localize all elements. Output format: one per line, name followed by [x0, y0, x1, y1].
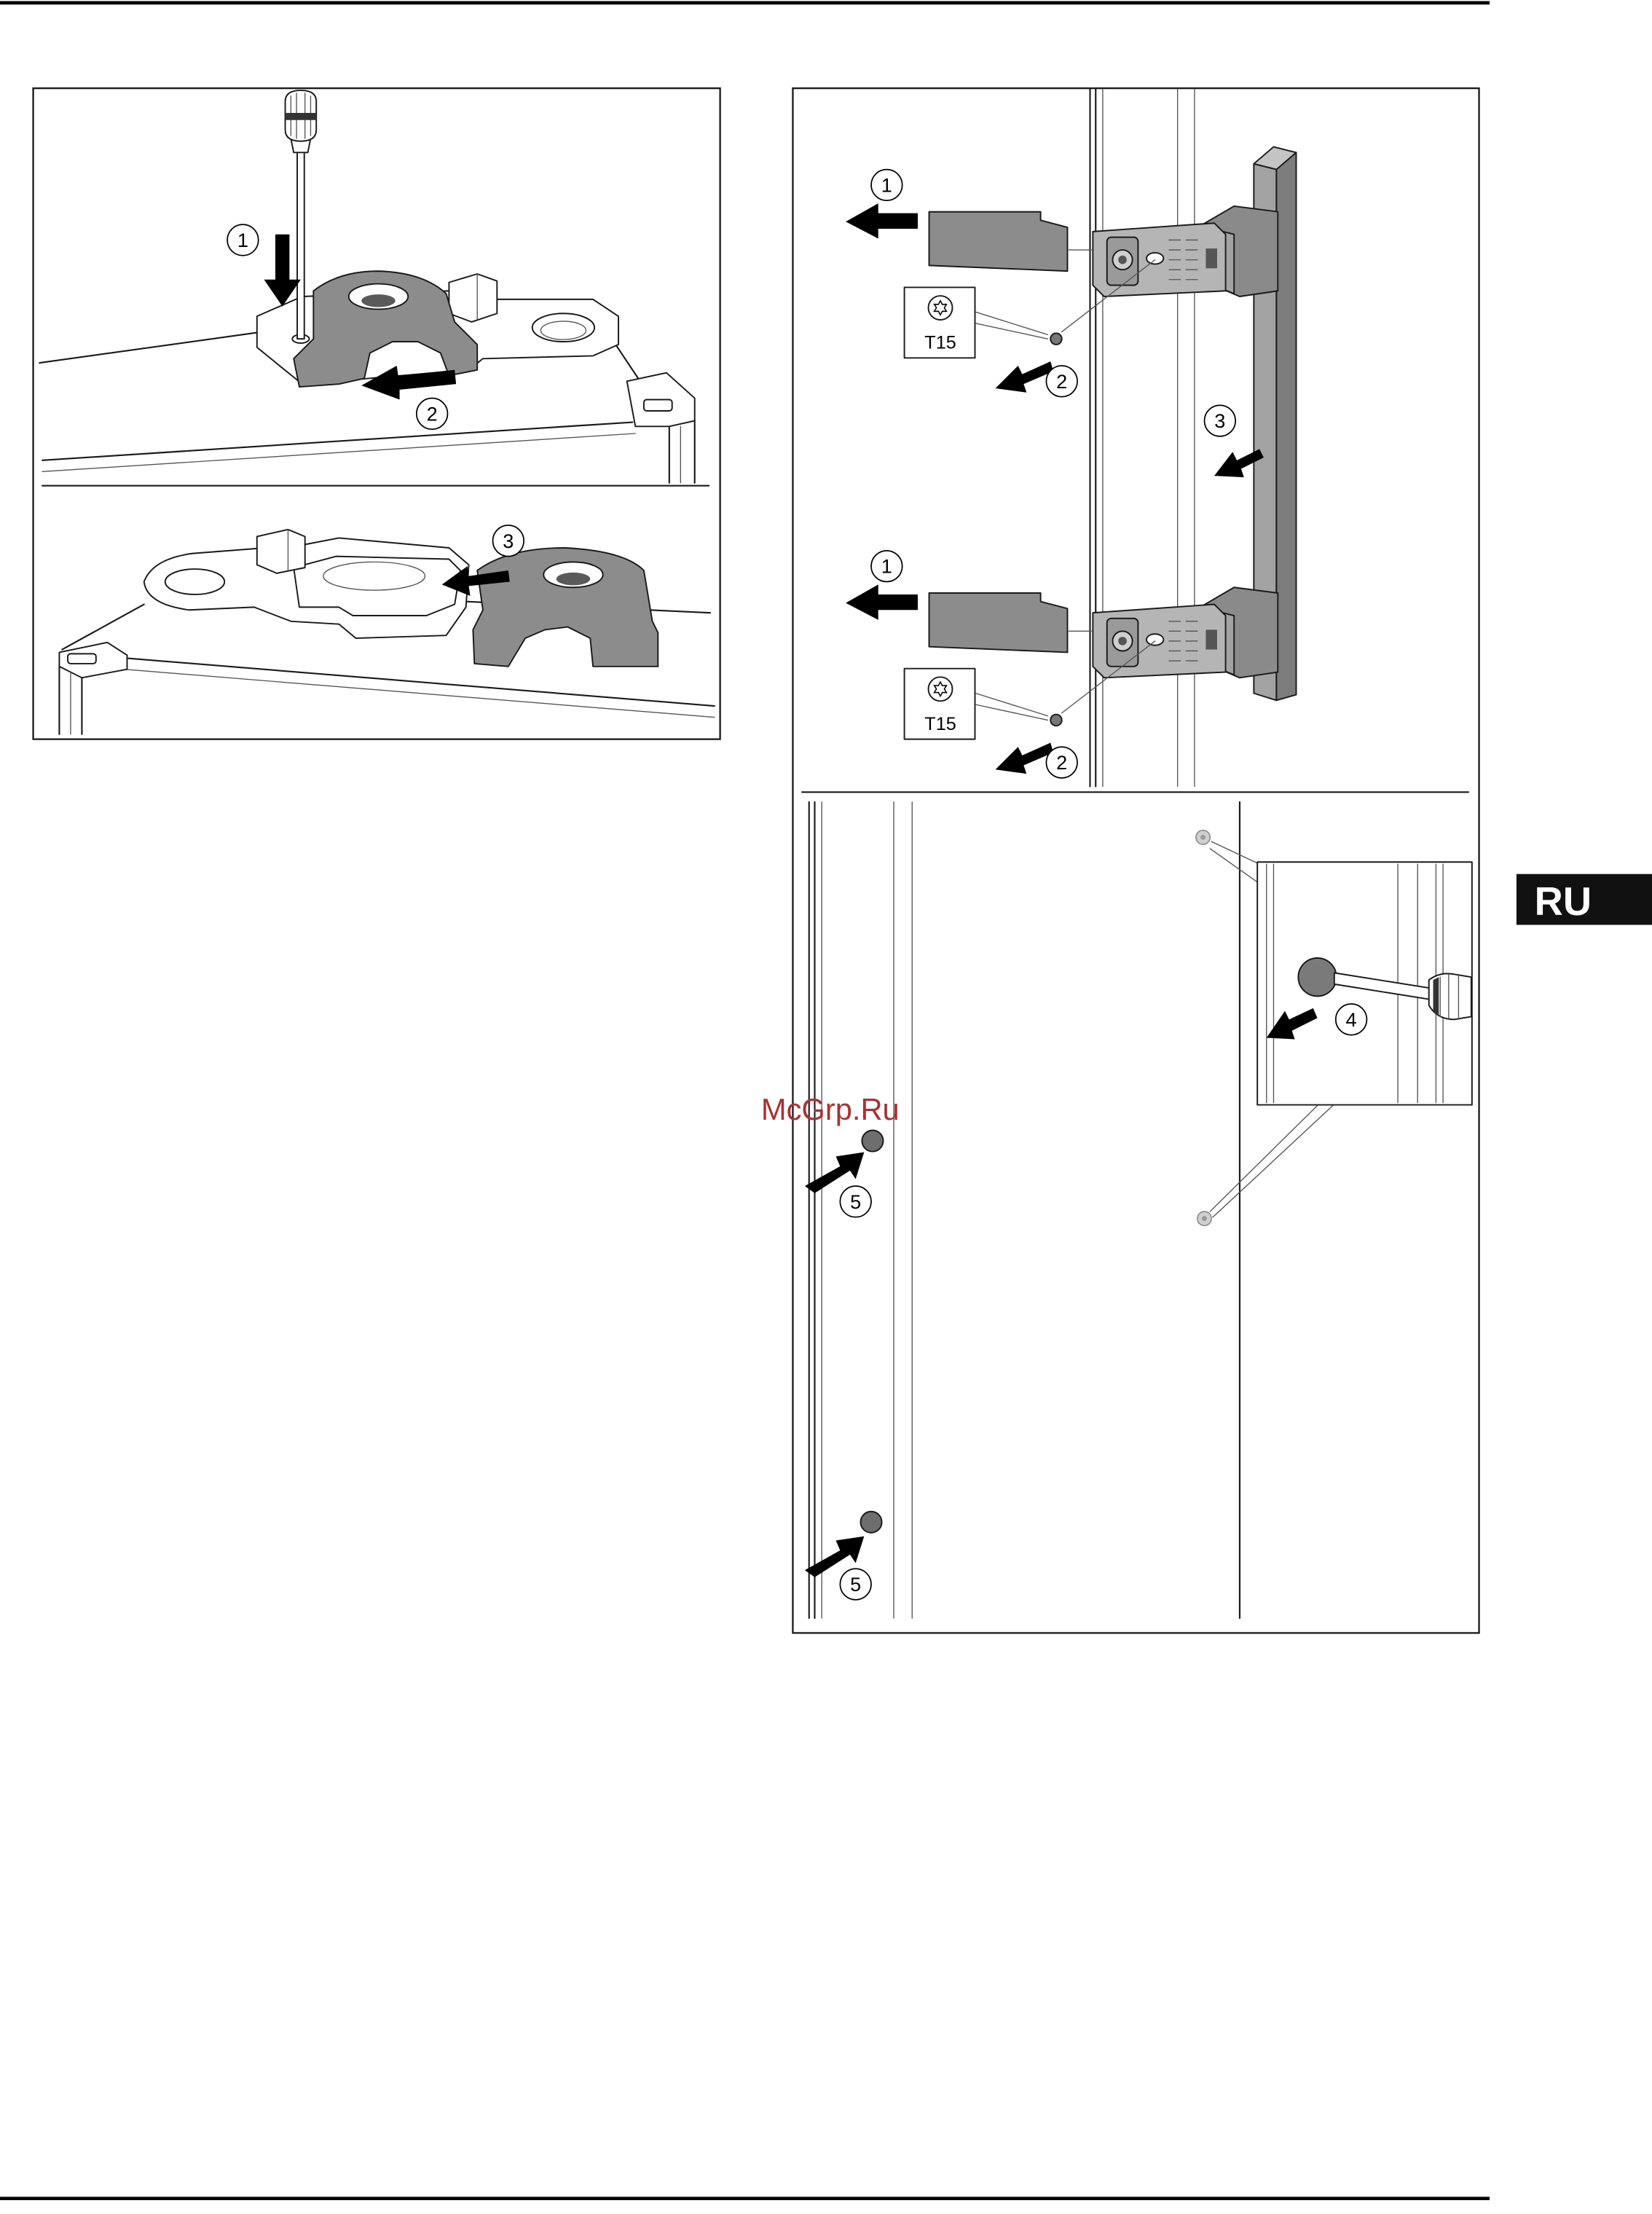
figure-right: 1 T15 2 3 [792, 88, 1479, 1633]
hinge-piece-hole-depth [361, 294, 396, 307]
handle-front [1276, 152, 1296, 700]
arrow-icon [846, 584, 918, 619]
mount-plate-stud-center [1118, 637, 1127, 645]
upper-hinge-assembly: 1 T15 2 [846, 170, 1225, 397]
callout-label: 5 [850, 1573, 861, 1595]
callout-step-5: 5 [840, 1569, 871, 1600]
arrow-icon [996, 742, 1053, 774]
callout-label: 4 [1346, 1008, 1357, 1031]
plug-center [1202, 1216, 1207, 1221]
callout-step-1: 1 [227, 224, 259, 256]
language-tab: RU [1517, 874, 1652, 925]
callout-step-3: 3 [493, 525, 524, 557]
callout-label: 1 [237, 229, 248, 251]
right-top-panel: 1 T15 2 3 [846, 89, 1296, 786]
left-bottom-panel: 3 [59, 525, 714, 734]
plate-tab [257, 530, 305, 573]
language-tab-label: RU [1535, 879, 1592, 924]
arrow-icon [264, 235, 300, 307]
mount-plate-stud-center [1118, 256, 1127, 264]
screwdriver-shaft [297, 149, 304, 339]
tool-label: T15 [924, 333, 956, 353]
callout-step-2: 2 [1046, 747, 1077, 778]
callout-step-5: 5 [840, 1186, 871, 1217]
right-bottom-panel: 4 5 5 [805, 802, 1472, 1618]
zoom-leader-line [1210, 1104, 1334, 1217]
appliance-front-edge [42, 423, 632, 460]
tool-leader-line [975, 312, 1047, 339]
corner-slot [644, 399, 672, 411]
mount-plate-clip [1205, 248, 1217, 268]
plug-icon [1298, 958, 1336, 996]
hinge-cover [929, 593, 1068, 652]
callout-label: 1 [881, 173, 892, 196]
callout-step-1: 1 [871, 170, 902, 201]
plug-center [1200, 835, 1205, 840]
callout-label: 2 [1056, 370, 1067, 393]
appliance-side-edge [615, 345, 638, 379]
figure-right-frame [792, 88, 1479, 1633]
appliance-front-edge-inner [125, 670, 715, 718]
hinge-piece-hole-depth [556, 573, 591, 585]
callout-label: 2 [427, 402, 438, 425]
callout-label: 3 [1214, 409, 1225, 432]
callout-step-2: 2 [1046, 366, 1077, 397]
mount-plate-screw-hole [1146, 253, 1163, 264]
tool-box: T15 [905, 287, 975, 358]
callout-label: 2 [1056, 751, 1067, 774]
callout-step-2: 2 [417, 399, 448, 430]
mount-plate-clip [1205, 629, 1217, 649]
tool-label: T15 [924, 714, 956, 734]
plate-hole [165, 569, 224, 594]
corner-slot [68, 653, 96, 664]
callout-label: 3 [503, 530, 514, 552]
plug-icon [862, 1130, 883, 1151]
plug-icon [860, 1512, 881, 1533]
arrow-icon [996, 361, 1053, 393]
mount-plate-screw-hole [1146, 634, 1163, 645]
zoom-detail: 4 [1257, 862, 1472, 1104]
lower-hinge-assembly: 1 T15 2 [846, 551, 1225, 778]
screw [1050, 715, 1062, 726]
plate-tab [449, 274, 497, 322]
plate-channel [294, 557, 460, 616]
tool-box: T15 [905, 669, 975, 739]
callout-step-1: 1 [871, 551, 902, 582]
arrow-icon [846, 203, 918, 238]
appliance-front-edge-inner [42, 433, 635, 471]
callout-step-3: 3 [1205, 405, 1236, 436]
figure-left: 1 2 [34, 88, 720, 739]
hinge-cover [929, 212, 1068, 271]
watermark: McGrp.Ru [761, 1092, 900, 1126]
screwdriver-band [1433, 977, 1439, 1016]
callout-label: 5 [850, 1190, 861, 1213]
left-top-panel: 1 2 [39, 90, 694, 483]
screw [1050, 333, 1062, 345]
appliance-top-edge [39, 331, 262, 363]
callout-label: 1 [881, 555, 892, 578]
callout-step-4: 4 [1336, 1004, 1367, 1035]
screwdriver-band [286, 113, 317, 120]
tool-leader-line [975, 694, 1047, 721]
